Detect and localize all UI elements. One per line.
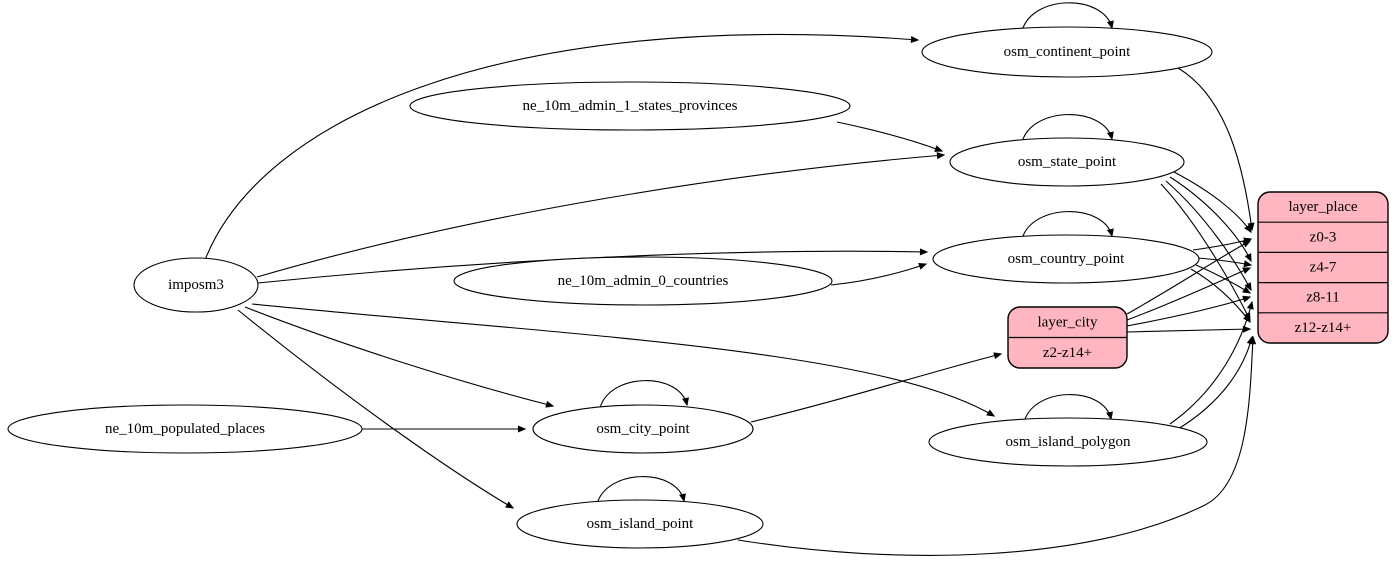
node-label: osm_city_point <box>596 421 690 437</box>
record-box <box>1257 191 1389 344</box>
edge-osm_state_point-to-layer_place-z8-11 <box>1165 180 1252 292</box>
edge-self-loop-osm_state_point <box>1021 114 1114 143</box>
node-label: osm_island_point <box>587 516 695 532</box>
edge-self-loop-osm_island_point <box>596 476 686 505</box>
record-row-z0-3: z0-3 <box>1310 229 1337 245</box>
table-ellipse <box>409 81 851 131</box>
node-label: imposm3 <box>168 277 224 293</box>
edge-osm_continent_point-to-layer_place-z0-3 <box>1177 67 1255 232</box>
node-osm_island_point: osm_island_point <box>516 499 764 549</box>
edge-osm_island_polygon-to-layer_place-z12-z14+ <box>1177 335 1254 430</box>
edge-ne_10m_admin_0_countries-to-osm_country_point <box>830 262 928 286</box>
edge-osm_state_point-to-layer_place-z4-7 <box>1169 176 1252 263</box>
table-ellipse <box>453 256 833 306</box>
record-title: layer_place <box>1288 199 1357 215</box>
node-label: ne_10m_admin_0_countries <box>558 273 729 289</box>
node-osm_country_point: osm_country_point <box>932 234 1200 284</box>
record-title: layer_city <box>1038 314 1098 330</box>
table-ellipse <box>532 404 754 454</box>
record-row-z12-z14+: z12-z14+ <box>1295 320 1352 336</box>
table-ellipse <box>133 257 259 313</box>
edges-layer <box>204 2 1257 556</box>
record-row-z2-z14+: z2-z14+ <box>1043 345 1092 361</box>
nodes-layer: imposm3 ne_10m_admin_1_states_provincesne… <box>7 26 1389 549</box>
edge-osm_state_point-to-layer_place-z0-3 <box>1173 171 1252 234</box>
table-ellipse <box>516 499 764 549</box>
node-label: osm_country_point <box>1008 251 1125 267</box>
edge-layer_city-to-layer_place-z4-7 <box>1126 267 1252 321</box>
edge-layer_city-to-layer_place-z8-11 <box>1126 295 1252 327</box>
node-layer_place: layer_place z0-3 z4-7 z8-11 z12-z14+ <box>1257 191 1389 344</box>
edge-imposm3-to-osm_continent_point <box>204 34 920 261</box>
edge-osm_state_point-to-layer_place-z12-z14+ <box>1160 183 1251 322</box>
edge-self-loop-osm_island_polygon <box>1023 394 1113 423</box>
node-label: osm_state_point <box>1018 154 1117 170</box>
edge-self-loop-osm_city_point <box>599 380 689 409</box>
table-ellipse <box>921 26 1213 78</box>
node-ne_10m_admin_0_countries: ne_10m_admin_0_countries <box>453 256 833 306</box>
node-label: ne_10m_populated_places <box>105 421 265 437</box>
node-osm_city_point: osm_city_point <box>532 404 754 454</box>
edge-osm_country_point-to-layer_place-z0-3 <box>1192 237 1253 251</box>
record-row-z8-11: z8-11 <box>1306 290 1340 306</box>
node-ne_10m_admin_1_states_provinces: ne_10m_admin_1_states_provinces <box>409 81 851 131</box>
edge-imposm3-to-osm_city_point <box>244 306 555 408</box>
table-ellipse <box>7 404 363 454</box>
node-label: osm_island_polygon <box>1005 434 1131 450</box>
edge-osm_country_point-to-layer_place-z12-z14+ <box>1190 268 1251 324</box>
record-row-z4-7: z4-7 <box>1310 260 1337 276</box>
node-osm_state_point: osm_state_point <box>949 137 1185 187</box>
edge-osm_country_point-to-layer_place-z4-7 <box>1197 257 1253 268</box>
edge-imposm3-to-osm_state_point <box>256 152 946 278</box>
table-ellipse <box>928 417 1208 467</box>
table-ellipse <box>949 137 1185 187</box>
node-label: osm_continent_point <box>1004 44 1131 60</box>
edge-imposm3-to-osm_island_polygon <box>251 303 996 417</box>
node-layer_city: layer_city z2-z14+ <box>1007 306 1128 369</box>
edge-self-loop-osm_continent_point <box>1021 2 1114 32</box>
edge-osm_island_point-to-layer_place-z12-z14+ <box>737 335 1257 556</box>
node-label: ne_10m_admin_1_states_provinces <box>523 98 738 114</box>
table-ellipse <box>932 234 1200 284</box>
node-osm_island_polygon: osm_island_polygon <box>928 417 1208 467</box>
node-imposm3: imposm3 <box>133 257 259 313</box>
edge-ne_10m_admin_1_states_provinces-to-osm_state_point <box>836 121 944 152</box>
edge-osm_island_polygon-to-layer_place-z8-11 <box>1169 300 1254 425</box>
node-ne_10m_populated_places: ne_10m_populated_places <box>7 404 363 454</box>
node-osm_continent_point: osm_continent_point <box>921 26 1213 78</box>
edge-self-loop-osm_country_point <box>1021 211 1114 240</box>
edge-osm_city_point-to-layer_city-z2-z14+ <box>750 352 1003 423</box>
edge-layer_city-to-layer_place-z12-z14+ <box>1126 325 1252 333</box>
edge-osm_country_point-to-layer_place-z8-11 <box>1195 264 1252 294</box>
edge-imposm3-to-osm_island_point <box>237 309 515 509</box>
edge-layer_city-to-layer_place-z0-3 <box>1126 240 1252 315</box>
